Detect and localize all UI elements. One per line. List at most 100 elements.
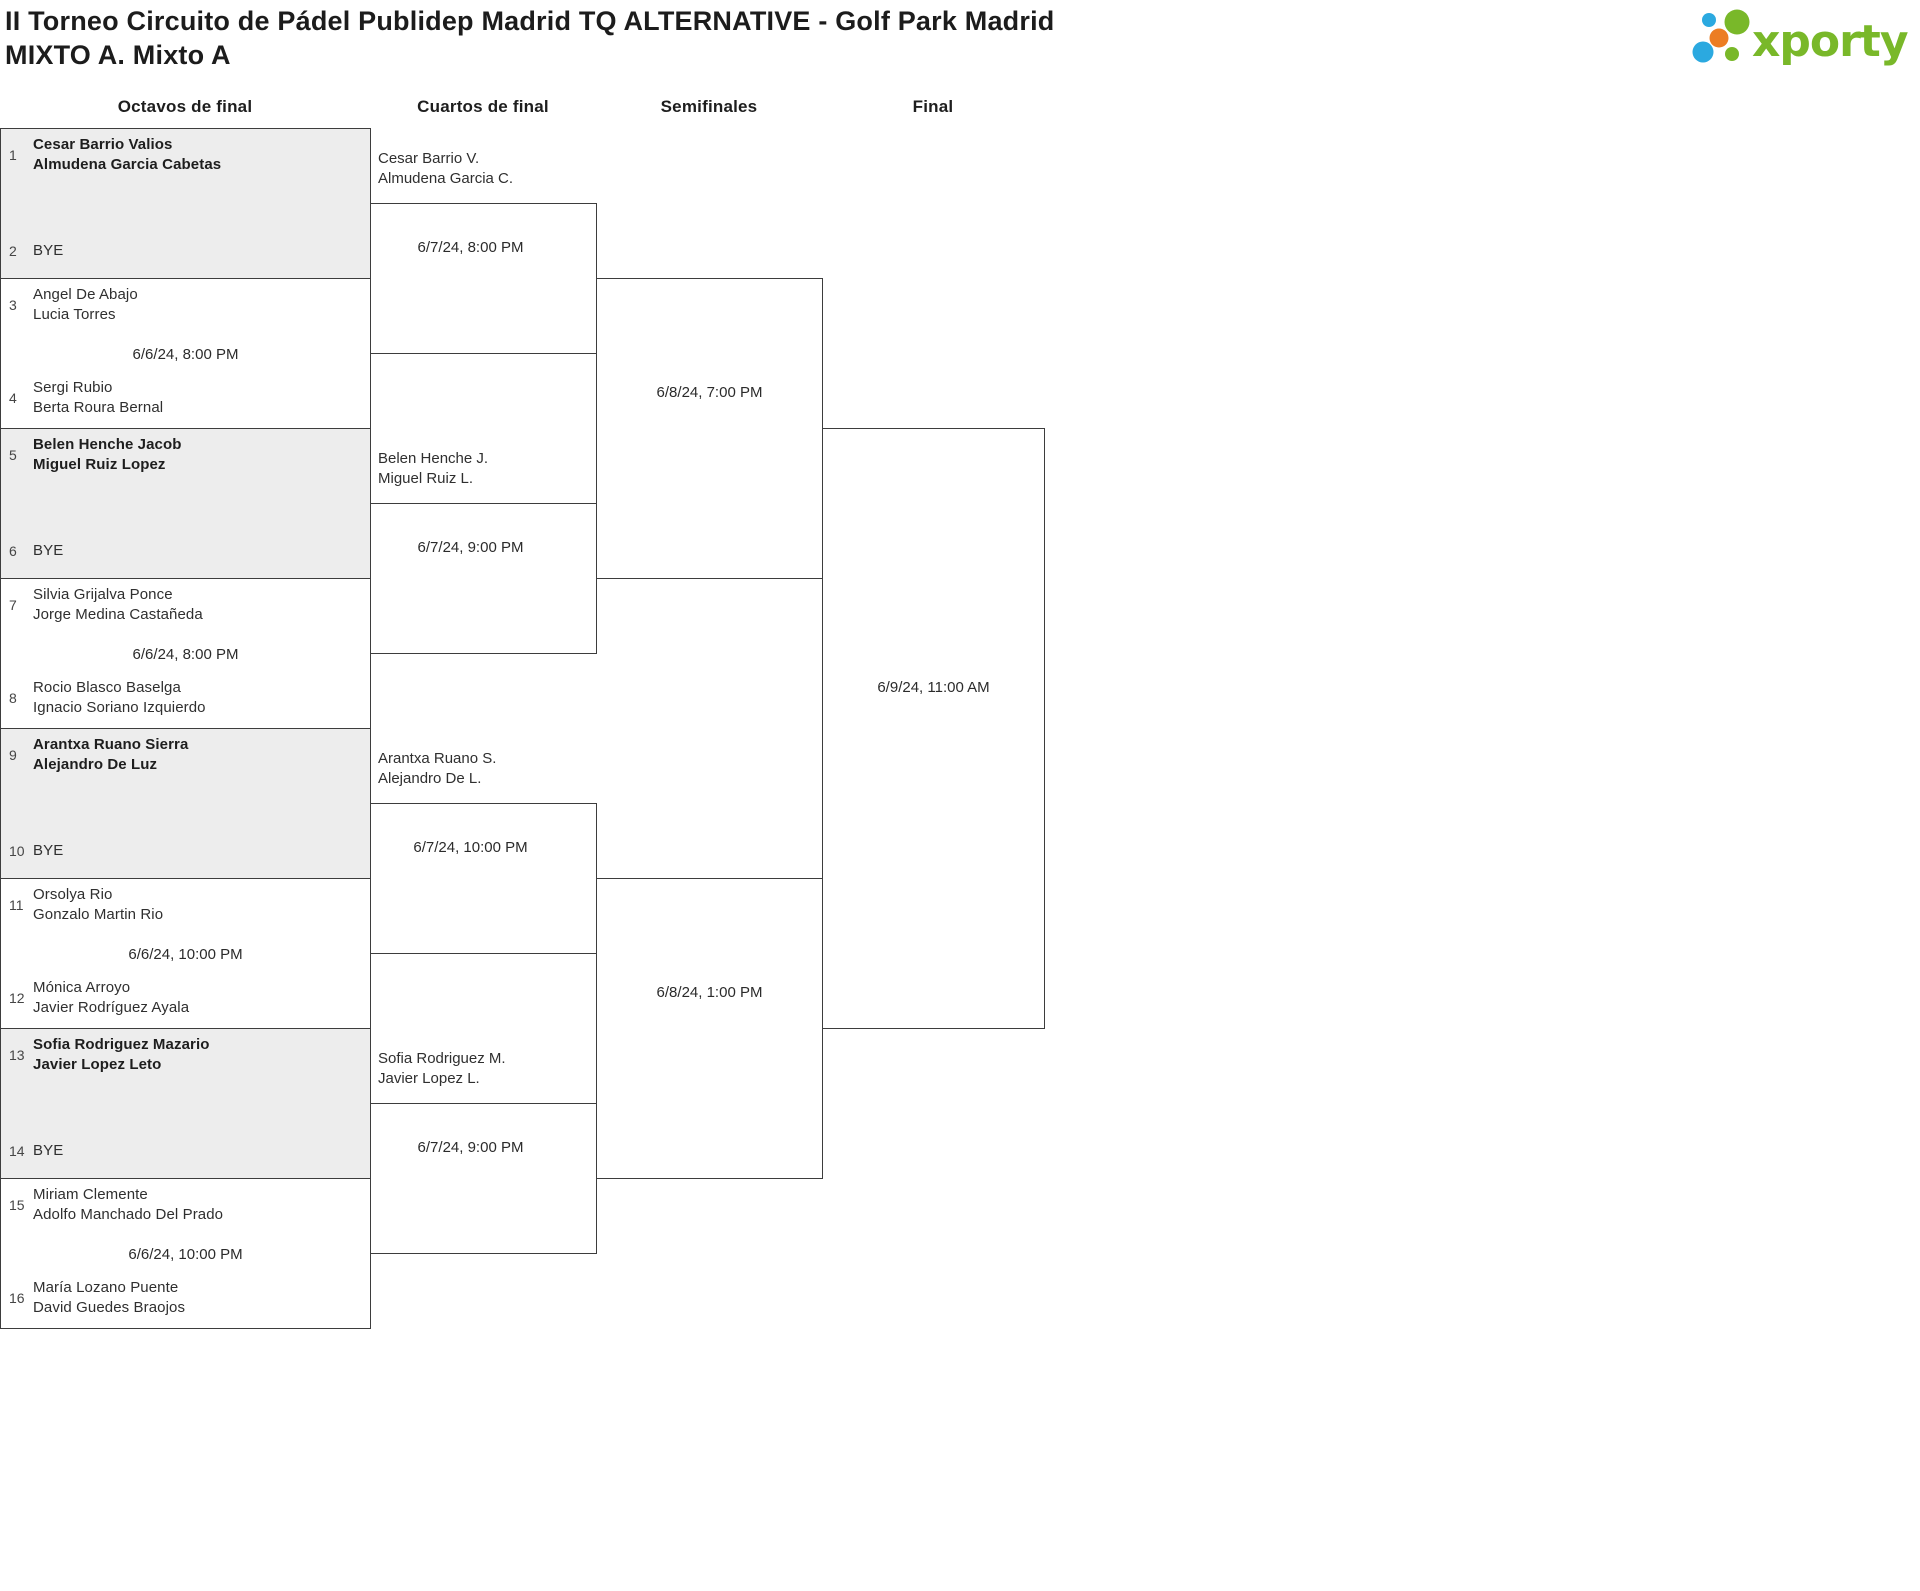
octavos-match-7[interactable]: 13 Sofia Rodriguez Mazario Javier Lopez … (0, 1028, 371, 1179)
quarterfinal-team-2: Belen Henche J. Miguel Ruiz L. (378, 449, 593, 489)
player-name: Angel De Abajo (33, 286, 138, 303)
seed-number: 11 (9, 897, 24, 913)
seed-number: 13 (9, 1047, 25, 1063)
seed-number: 15 (9, 1197, 25, 1213)
team-row: 9 Arantxa Ruano Sierra Alejandro De Luz (1, 735, 370, 775)
tournament-title: II Torneo Circuito de Pádel Publidep Mad… (5, 6, 1055, 36)
team-row: 1 Cesar Barrio Valios Almudena Garcia Ca… (1, 135, 370, 175)
seed-number: 16 (9, 1290, 25, 1306)
team-row: 5 Belen Henche Jacob Miguel Ruiz Lopez (1, 435, 370, 475)
semifinal-match-2[interactable]: 6/8/24, 1:00 PM (596, 878, 823, 1179)
seed-number: 10 (9, 843, 25, 859)
octavos-match-1[interactable]: 1 Cesar Barrio Valios Almudena Garcia Ca… (0, 128, 371, 279)
player-name: Javier Lopez L. (378, 1070, 480, 1087)
xporty-logo[interactable]: xporty (1686, 2, 1918, 74)
player-name: Berta Roura Bernal (33, 399, 164, 416)
team-row: 16 María Lozano Puente David Guedes Brao… (1, 1278, 370, 1318)
player-name: Cesar Barrio Valios (33, 136, 173, 153)
seed-number: 8 (9, 690, 17, 706)
player-name: Alejandro De L. (378, 770, 482, 787)
match-time: 6/6/24, 10:00 PM (128, 1246, 243, 1263)
octavos-match-4[interactable]: 7 Silvia Grijalva Ponce Jorge Medina Cas… (0, 578, 371, 729)
round-header-cuartos: Cuartos de final (417, 97, 549, 116)
player-name: Miriam Clemente (33, 1186, 148, 1203)
player-name: Sofia Rodriguez M. (378, 1050, 506, 1067)
quarterfinal-team-4: Sofia Rodriguez M. Javier Lopez L. (378, 1049, 593, 1089)
octavos-match-8[interactable]: 15 Miriam Clemente Adolfo Manchado Del P… (0, 1178, 371, 1329)
player-name: Gonzalo Martin Rio (33, 906, 164, 923)
semifinal-match-1[interactable]: 6/8/24, 7:00 PM (596, 278, 823, 579)
player-name: Almudena Garcia C. (378, 170, 514, 187)
bye-label: BYE (33, 242, 64, 259)
octavos-match-2[interactable]: 3 Angel De Abajo Lucia Torres 6/6/24, 8:… (0, 278, 371, 429)
seed-number: 1 (9, 147, 17, 163)
final-match[interactable]: 6/9/24, 11:00 AM (822, 428, 1045, 1029)
match-time: 6/7/24, 10:00 PM (413, 839, 528, 856)
team-row-bye: 14 BYE (1, 1141, 370, 1161)
seed-number: 14 (9, 1143, 25, 1159)
team-row: 13 Sofia Rodriguez Mazario Javier Lopez … (1, 1035, 370, 1075)
team-row: 3 Angel De Abajo Lucia Torres (1, 285, 370, 325)
match-time: 6/8/24, 7:00 PM (656, 384, 763, 401)
octavos-match-5[interactable]: 9 Arantxa Ruano Sierra Alejandro De Luz … (0, 728, 371, 879)
player-name: Ignacio Soriano Izquierdo (33, 699, 206, 716)
match-time: 6/9/24, 11:00 AM (877, 679, 990, 696)
quarterfinal-match-4[interactable]: 6/7/24, 9:00 PM (370, 1103, 597, 1254)
player-name: Orsolya Rio (33, 886, 113, 903)
team-row: 11 Orsolya Rio Gonzalo Martin Rio (1, 885, 370, 925)
round-header-semifinales: Semifinales (660, 97, 758, 116)
logo-dot (1725, 47, 1739, 61)
match-time: 6/6/24, 8:00 PM (132, 646, 239, 663)
player-name: Cesar Barrio V. (378, 150, 480, 167)
seed-number: 7 (9, 597, 17, 613)
team-row: 15 Miriam Clemente Adolfo Manchado Del P… (1, 1185, 370, 1225)
bye-label: BYE (33, 1142, 64, 1159)
match-time: 6/7/24, 9:00 PM (417, 539, 524, 556)
octavos-match-3[interactable]: 5 Belen Henche Jacob Miguel Ruiz Lopez 6… (0, 428, 371, 579)
logo-dot (1692, 41, 1714, 63)
player-name: Sergi Rubio (33, 379, 113, 396)
seed-number: 3 (9, 297, 17, 313)
match-time: 6/8/24, 1:00 PM (656, 984, 763, 1001)
seed-number: 12 (9, 990, 25, 1006)
logo-dot (1709, 28, 1729, 48)
team-row: 7 Silvia Grijalva Ponce Jorge Medina Cas… (1, 585, 370, 625)
team-row: 12 Mónica Arroyo Javier Rodríguez Ayala (1, 978, 370, 1018)
seed-number: 4 (9, 390, 17, 406)
match-time: 6/6/24, 8:00 PM (132, 346, 239, 363)
player-name: David Guedes Braojos (33, 1299, 186, 1316)
quarterfinal-match-2[interactable]: 6/7/24, 9:00 PM (370, 503, 597, 654)
category-title: MIXTO A. Mixto A (5, 40, 231, 70)
match-time: 6/7/24, 9:00 PM (417, 1139, 524, 1156)
player-name: Rocio Blasco Baselga (33, 679, 181, 696)
player-name: Sofia Rodriguez Mazario (33, 1036, 210, 1053)
seed-number: 2 (9, 243, 17, 259)
page-title: II Torneo Circuito de Pádel Publidep Mad… (5, 4, 1054, 72)
player-name: Miguel Ruiz Lopez (33, 456, 166, 473)
player-name: Adolfo Manchado Del Prado (33, 1206, 224, 1223)
quarterfinal-team-1: Cesar Barrio V. Almudena Garcia C. (378, 149, 593, 189)
player-name: Almudena Garcia Cabetas (33, 156, 222, 173)
player-name: Jorge Medina Castañeda (33, 606, 203, 623)
octavos-match-6[interactable]: 11 Orsolya Rio Gonzalo Martin Rio 6/6/24… (0, 878, 371, 1029)
match-time: 6/6/24, 10:00 PM (128, 946, 243, 963)
player-name: Mónica Arroyo (33, 979, 131, 996)
team-row-bye: 10 BYE (1, 841, 370, 861)
round-header-final: Final (912, 97, 954, 116)
quarterfinal-team-3: Arantxa Ruano S. Alejandro De L. (378, 749, 593, 789)
player-name: Silvia Grijalva Ponce (33, 586, 173, 603)
team-row: 4 Sergi Rubio Berta Roura Bernal (1, 378, 370, 418)
quarterfinal-match-1[interactable]: 6/7/24, 8:00 PM (370, 203, 597, 354)
player-name: María Lozano Puente (33, 1279, 179, 1296)
quarterfinal-match-3[interactable]: 6/7/24, 10:00 PM (370, 803, 597, 954)
seed-number: 5 (9, 447, 17, 463)
team-row: 8 Rocio Blasco Baselga Ignacio Soriano I… (1, 678, 370, 718)
logo-dot (1702, 13, 1716, 27)
bye-label: BYE (33, 842, 64, 859)
bye-label: BYE (33, 542, 64, 559)
logo-wordmark: xporty (1752, 16, 1908, 67)
player-name: Arantxa Ruano S. (378, 750, 497, 767)
player-name: Miguel Ruiz L. (378, 470, 474, 487)
match-time: 6/7/24, 8:00 PM (417, 239, 524, 256)
